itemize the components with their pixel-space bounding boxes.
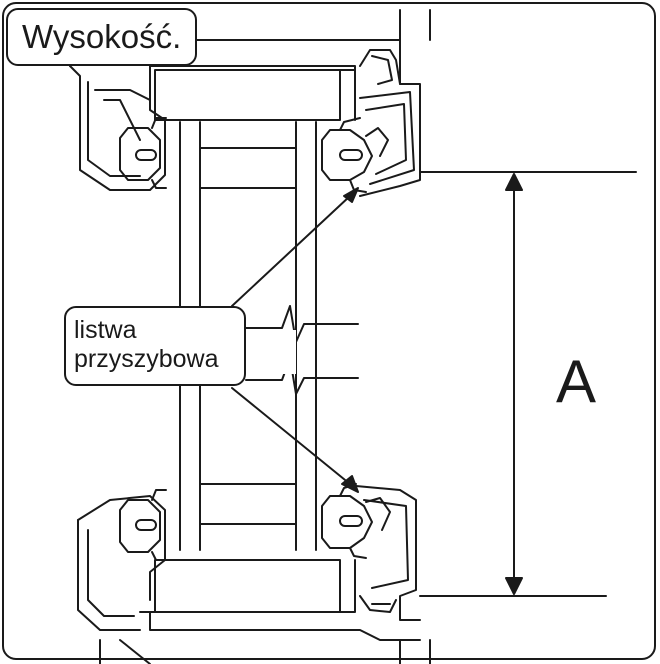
- dimension-label: A: [556, 348, 597, 415]
- dimension-a: [419, 171, 637, 597]
- bottom-frame-profile: [77, 483, 431, 664]
- top-frame-profile: [69, 9, 431, 197]
- callout-line-2: przyszybowa: [74, 345, 219, 373]
- glazing-bead-callout: listwa przyszybowa: [64, 306, 246, 386]
- callout-line-1: listwa: [74, 316, 137, 344]
- leader-arrows: [231, 187, 359, 493]
- page-title: Wysokość.: [6, 8, 198, 66]
